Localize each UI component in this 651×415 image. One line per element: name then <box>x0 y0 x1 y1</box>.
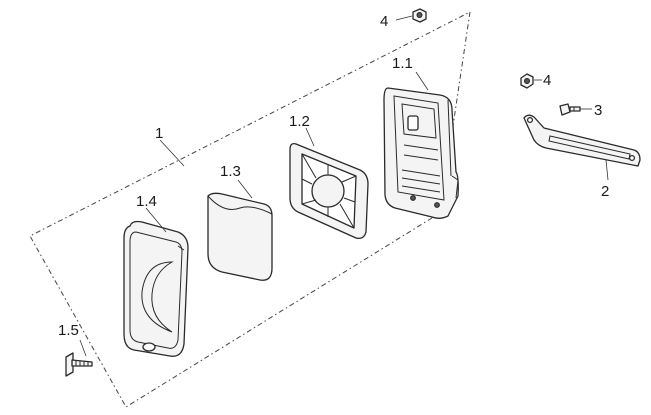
callout-4-top: 4 <box>380 13 388 30</box>
leader-1-2 <box>305 127 315 147</box>
leader-1-4 <box>145 207 167 233</box>
part-3-bolt <box>559 103 581 116</box>
leader-1-1 <box>415 71 429 91</box>
part-4-nut-top <box>412 8 427 23</box>
part-4-nut <box>520 73 534 89</box>
assembly-boundary <box>29 11 471 408</box>
callout-1-5: 1.5 <box>58 322 79 339</box>
leader-2 <box>605 159 609 181</box>
callout-1-2: 1.2 <box>289 113 310 130</box>
part-1-3-foam-element <box>207 192 273 281</box>
part-1-1-filter-housing <box>383 87 459 219</box>
leader-1-3 <box>237 179 253 199</box>
part-1-5-screw <box>65 352 93 377</box>
callout-1-1: 1.1 <box>392 55 413 72</box>
callout-3: 3 <box>594 102 602 119</box>
callout-4: 4 <box>543 72 551 89</box>
callout-1: 1 <box>155 125 163 142</box>
part-1-2-grid-gasket <box>289 142 369 240</box>
part-1-4-filter-cover <box>123 220 189 357</box>
leader-1-5 <box>79 339 87 357</box>
callout-1-4: 1.4 <box>136 193 157 210</box>
leader-1 <box>159 139 185 167</box>
part-2-bracket <box>523 114 641 167</box>
callout-1-3: 1.3 <box>220 163 241 180</box>
leader-4-top <box>395 15 413 21</box>
callout-2: 2 <box>601 183 609 200</box>
